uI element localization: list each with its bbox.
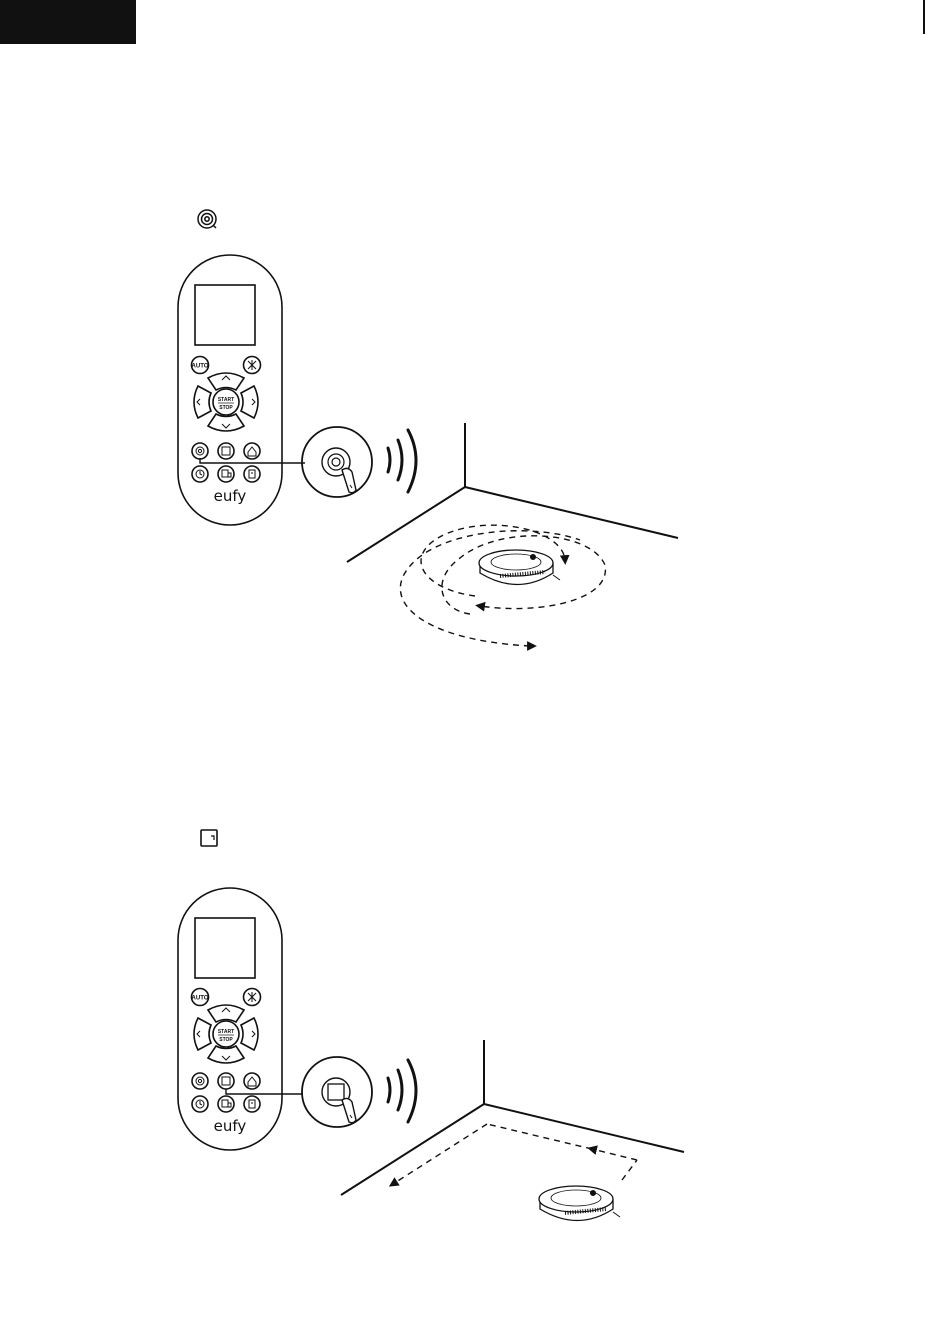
auto-button[interactable]: AUTO — [192, 357, 209, 374]
spot-clean-button[interactable] — [192, 443, 208, 459]
timer-button[interactable] — [192, 466, 208, 482]
zoomed-edge-button — [302, 1057, 372, 1127]
eufy-logo: eufy — [214, 1117, 247, 1135]
svg-text:START: START — [218, 1029, 234, 1035]
spiral-path — [400, 525, 605, 646]
auto-button[interactable]: AUTO — [192, 989, 209, 1006]
robot-vacuum — [479, 550, 560, 585]
svg-text:START: START — [218, 397, 234, 403]
mode-button[interactable] — [244, 466, 260, 482]
svg-text:STOP: STOP — [219, 405, 233, 411]
edge-path — [393, 1124, 637, 1184]
eufy-logo: eufy — [214, 487, 247, 505]
edge-clean-button[interactable] — [218, 443, 234, 459]
start-stop-button[interactable]: START STOP — [213, 1021, 239, 1047]
fan-suction-button[interactable] — [244, 357, 261, 374]
start-stop-button[interactable]: START STOP — [213, 389, 239, 415]
spiral-clean-icon — [198, 210, 216, 228]
section-spot-clean: AUTO START STOP — [178, 210, 678, 646]
robot-vacuum — [539, 1186, 620, 1221]
room-corner — [347, 423, 678, 562]
schedule-button[interactable] — [218, 466, 234, 482]
svg-text:STOP: STOP — [219, 1037, 233, 1043]
section-edge-clean: AUTO START STOP — [178, 830, 684, 1221]
finger-icon — [342, 1098, 356, 1122]
home-button[interactable] — [244, 443, 260, 459]
remote-control: AUTO START STOP — [178, 888, 282, 1150]
room-corner — [341, 1040, 684, 1195]
schedule-button[interactable] — [218, 1096, 234, 1112]
svg-text:AUTO: AUTO — [192, 364, 209, 370]
remote-screen — [195, 918, 255, 978]
remote-control: AUTO START STOP — [178, 255, 282, 525]
edge-clean-button[interactable] — [218, 1073, 234, 1089]
signal-waves-icon — [388, 1060, 416, 1122]
zoomed-spot-button — [302, 427, 372, 497]
callout-line — [226, 1089, 303, 1094]
finger-icon — [342, 468, 356, 492]
svg-text:AUTO: AUTO — [192, 996, 209, 1002]
fan-suction-button[interactable] — [244, 989, 261, 1006]
home-button[interactable] — [244, 1073, 260, 1089]
signal-waves-icon — [388, 430, 416, 492]
edge-clean-icon — [201, 830, 217, 846]
mode-button[interactable] — [244, 1096, 260, 1112]
remote-screen — [195, 285, 255, 345]
spot-clean-button[interactable] — [192, 1073, 208, 1089]
timer-button[interactable] — [192, 1096, 208, 1112]
